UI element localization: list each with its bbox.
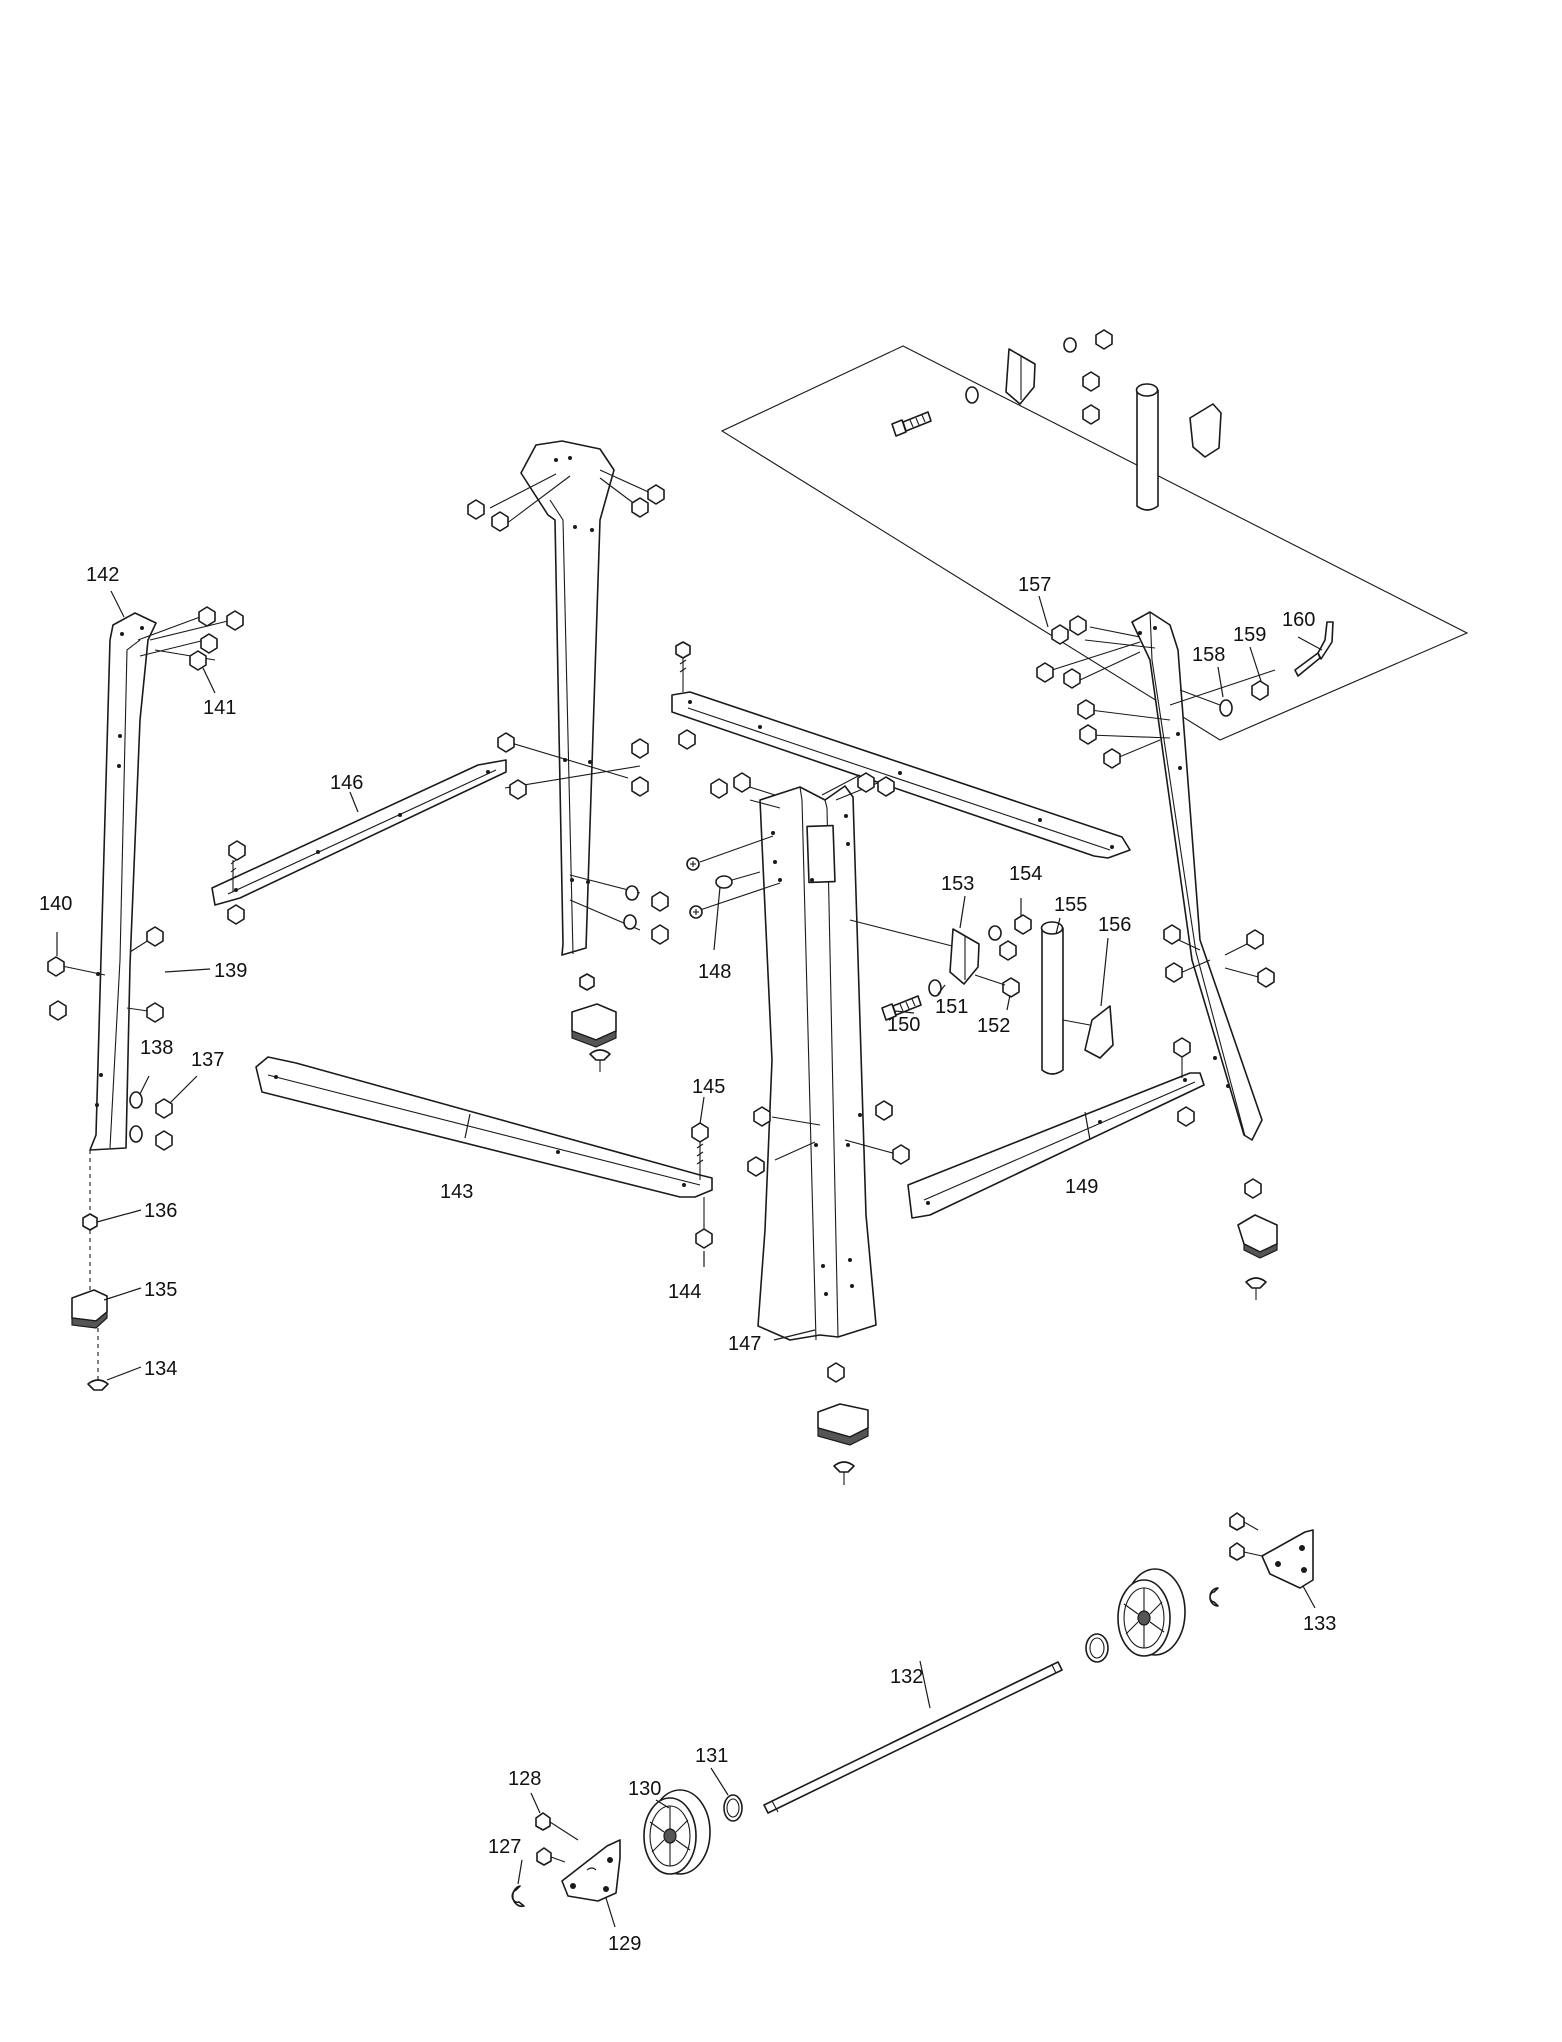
callout-134: 134 [144, 1358, 177, 1380]
wheel-right [1117, 1568, 1186, 1657]
top-rail [671, 641, 1131, 859]
callout-127: 127 [488, 1836, 521, 1858]
callout-146: 146 [330, 772, 363, 794]
callout-157: 157 [1018, 574, 1051, 596]
callout-135: 135 [144, 1279, 177, 1301]
wheel-bracket-133 [1261, 1529, 1314, 1589]
callout-129: 129 [608, 1933, 641, 1955]
callout-139: 139 [214, 960, 247, 982]
wheel-130 [643, 1789, 711, 1875]
callout-149: 149 [1065, 1176, 1098, 1198]
callout-159: 159 [1233, 624, 1266, 646]
stretcher-149 [907, 1037, 1205, 1219]
inset-nut-bottom [1082, 404, 1100, 425]
stretcher-143 [255, 1056, 713, 1249]
callout-136: 136 [144, 1200, 177, 1222]
left-leg [47, 606, 244, 1391]
callout-144: 144 [668, 1281, 701, 1303]
callout-158: 158 [1192, 644, 1225, 666]
inset-washer-top [1063, 337, 1077, 353]
axle-132 [763, 1661, 1063, 1814]
callout-145: 145 [692, 1076, 725, 1098]
inset-small-bracket [1189, 403, 1222, 458]
callout-152: 152 [977, 1015, 1010, 1037]
inset-washer [965, 386, 979, 404]
callout-138: 138 [140, 1037, 173, 1059]
leader-lines [56, 590, 1323, 1928]
callout-143: 143 [440, 1181, 473, 1203]
wheel-bracket-129 [561, 1839, 621, 1902]
callout-130: 130 [628, 1778, 661, 1800]
callout-133: 133 [1303, 1613, 1336, 1635]
callout-151: 151 [935, 996, 968, 1018]
callout-142: 142 [86, 564, 119, 586]
inset-rod [1136, 389, 1159, 511]
callout-147: 147 [728, 1333, 761, 1355]
callout-156: 156 [1098, 914, 1131, 936]
bracket-156 [1084, 1005, 1114, 1059]
right-leg [1036, 611, 1278, 1300]
callout-128: 128 [508, 1768, 541, 1790]
callout-labels: 142 141 140 139 138 137 136 135 134 146 … [39, 564, 1336, 1955]
callout-131: 131 [695, 1745, 728, 1767]
rod-155 [1041, 927, 1064, 1075]
bracket-assembly [881, 914, 1114, 1075]
callout-153: 153 [941, 873, 974, 895]
callout-137: 137 [191, 1049, 224, 1071]
inset-nut-top [1095, 329, 1113, 350]
callout-141: 141 [203, 697, 236, 719]
inset-bolt [891, 411, 932, 437]
callout-140: 140 [39, 893, 72, 915]
inset-nut-mid [1082, 371, 1100, 392]
callout-155: 155 [1054, 894, 1087, 916]
front-center-leg [686, 772, 961, 1485]
detail-inset [720, 329, 1469, 741]
stretcher-146 [211, 759, 507, 925]
back-left-leg [467, 440, 669, 1072]
wheel-assembly [511, 1512, 1314, 1908]
callout-160: 160 [1282, 609, 1315, 631]
callout-148: 148 [698, 961, 731, 983]
callout-132: 132 [890, 1666, 923, 1688]
callout-150: 150 [887, 1014, 920, 1036]
callout-154: 154 [1009, 863, 1042, 885]
